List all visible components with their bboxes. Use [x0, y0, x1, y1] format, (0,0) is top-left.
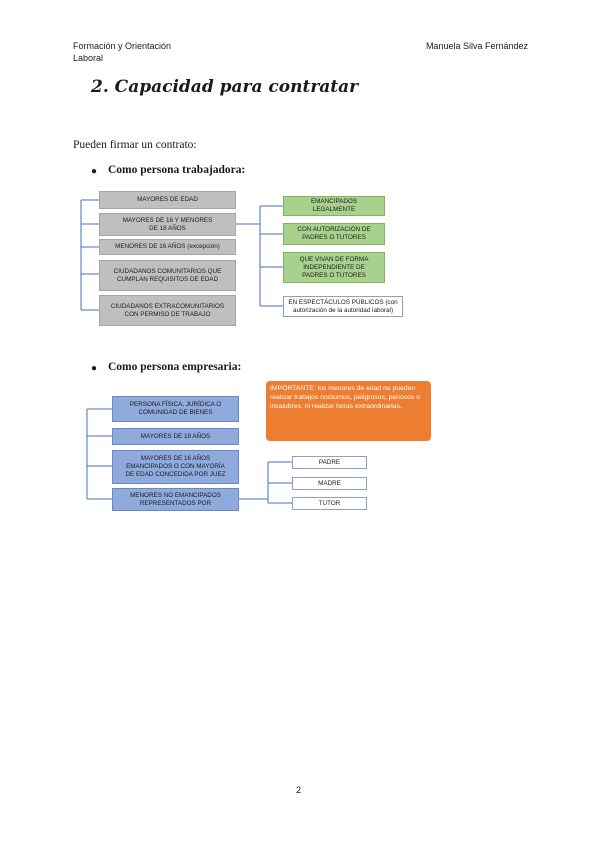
employer-box-person-type: PERSONA FÍSICA, JURÍDICA O COMUNIDAD DE … [112, 396, 239, 422]
section-title: 2. Capacidad para contratar [91, 77, 359, 97]
employer-box-tutor: TUTOR [292, 497, 367, 510]
section2-heading: Como persona empresaria: [108, 361, 242, 373]
worker-box-under-16: MENORES DE 16 AÑOS (excepción) [99, 239, 236, 255]
intro-text: Pueden firmar un contrato: [73, 139, 197, 151]
worker-box-parental-authorization: CON AUTORIZACIÓN DE PADRES O TUTORES [283, 223, 385, 245]
worker-box-emancipated: EMANCIPADOS LEGALMENTE [283, 196, 385, 216]
employer-box-emancipated: MAYORES DE 16 AÑOS EMANCIPADOS O CON MAY… [112, 450, 239, 484]
employer-box-father: PADRE [292, 456, 367, 469]
worker-box-adults: MAYORES DE EDAD [99, 191, 236, 209]
employer-box-over-18: MAYORES DE 18 AÑOS [112, 428, 239, 445]
section1-heading: Como persona trabajadora: [108, 164, 246, 176]
page-number: 2 [296, 785, 302, 795]
bullet-icon: ● [91, 363, 98, 374]
worker-box-independent: QUE VIVAN DE FORMA INDEPENDIENTE DE PADR… [283, 252, 385, 283]
bullet-icon: ● [91, 166, 98, 177]
worker-box-eu-citizens: CIUDADANOS COMUNITARIOS QUE CUMPLAN REQU… [99, 260, 236, 291]
worker-box-non-eu-citizens: CIUDADANOS EXTRACOMUNITARIOS CON PERMISO… [99, 295, 236, 326]
header-left: Formación y Orientación Laboral [73, 41, 172, 63]
worker-box-16-18: MAYORES DE 16 Y MENORES DE 18 AÑOS [99, 213, 236, 236]
header-right: Manuela Silva Fernández [425, 41, 528, 51]
employer-box-represented-minors: MENORES NO EMANCIPADOS REPRESENTADOS POR [112, 488, 239, 511]
worker-box-public-shows: EN ESPECTÁCULOS PÚBLICOS (con autorizaci… [283, 296, 403, 317]
important-note: IMPORTANTE: los menores de edad no puede… [266, 381, 431, 441]
employer-box-mother: MADRE [292, 477, 367, 490]
